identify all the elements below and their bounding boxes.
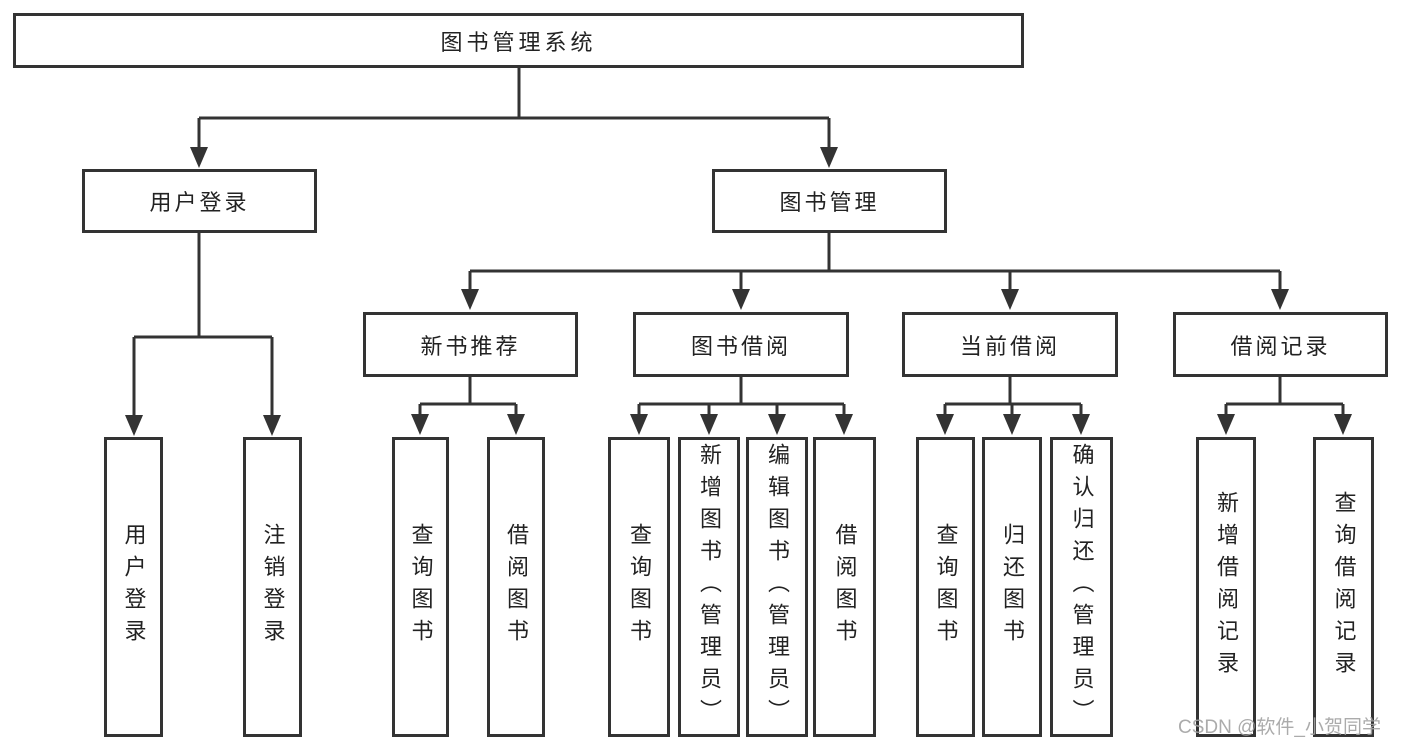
leaf-borrow-books-borrowing: 借阅图书	[813, 437, 876, 737]
connector-borrowing-records-children	[1217, 377, 1352, 435]
leaf-add-borrow-record: 新增借阅记录	[1196, 437, 1256, 737]
leaf-edit-book-admin: 编辑图书（管理员）	[746, 437, 808, 737]
leaf-query-books-recommend: 查询图书	[392, 437, 449, 737]
leaf-borrow-books-recommend: 借阅图书	[487, 437, 545, 737]
node-borrowing-records: 借阅记录	[1173, 312, 1388, 377]
connector-current-borrowing-children	[936, 377, 1090, 435]
leaf-query-books-borrowing: 查询图书	[608, 437, 670, 737]
connector-root-to-level2	[190, 68, 838, 168]
leaf-query-borrow-record: 查询借阅记录	[1313, 437, 1374, 737]
node-user-login: 用户登录	[82, 169, 317, 233]
watermark: CSDN @软件_小贺同学	[1178, 717, 1381, 738]
node-book-borrowing: 图书借阅	[633, 312, 849, 377]
node-book-management: 图书管理	[712, 169, 947, 233]
leaf-query-books-current: 查询图书	[916, 437, 975, 737]
leaf-add-book-admin: 新增图书（管理员）	[678, 437, 740, 737]
connector-book-borrowing-children	[630, 377, 853, 435]
node-current-borrowing: 当前借阅	[902, 312, 1118, 377]
node-new-book-recommendation: 新书推荐	[363, 312, 578, 377]
leaf-user-login: 用户登录	[104, 437, 163, 737]
node-root: 图书管理系统	[13, 13, 1024, 68]
leaf-logout-login: 注销登录	[243, 437, 302, 737]
leaf-confirm-return-admin: 确认归还（管理员）	[1050, 437, 1113, 737]
connector-book-management-children	[461, 233, 1289, 310]
leaf-return-books: 归还图书	[982, 437, 1042, 737]
connector-new-book-recommendation-children	[411, 377, 525, 435]
connector-user-login-children	[125, 233, 281, 436]
